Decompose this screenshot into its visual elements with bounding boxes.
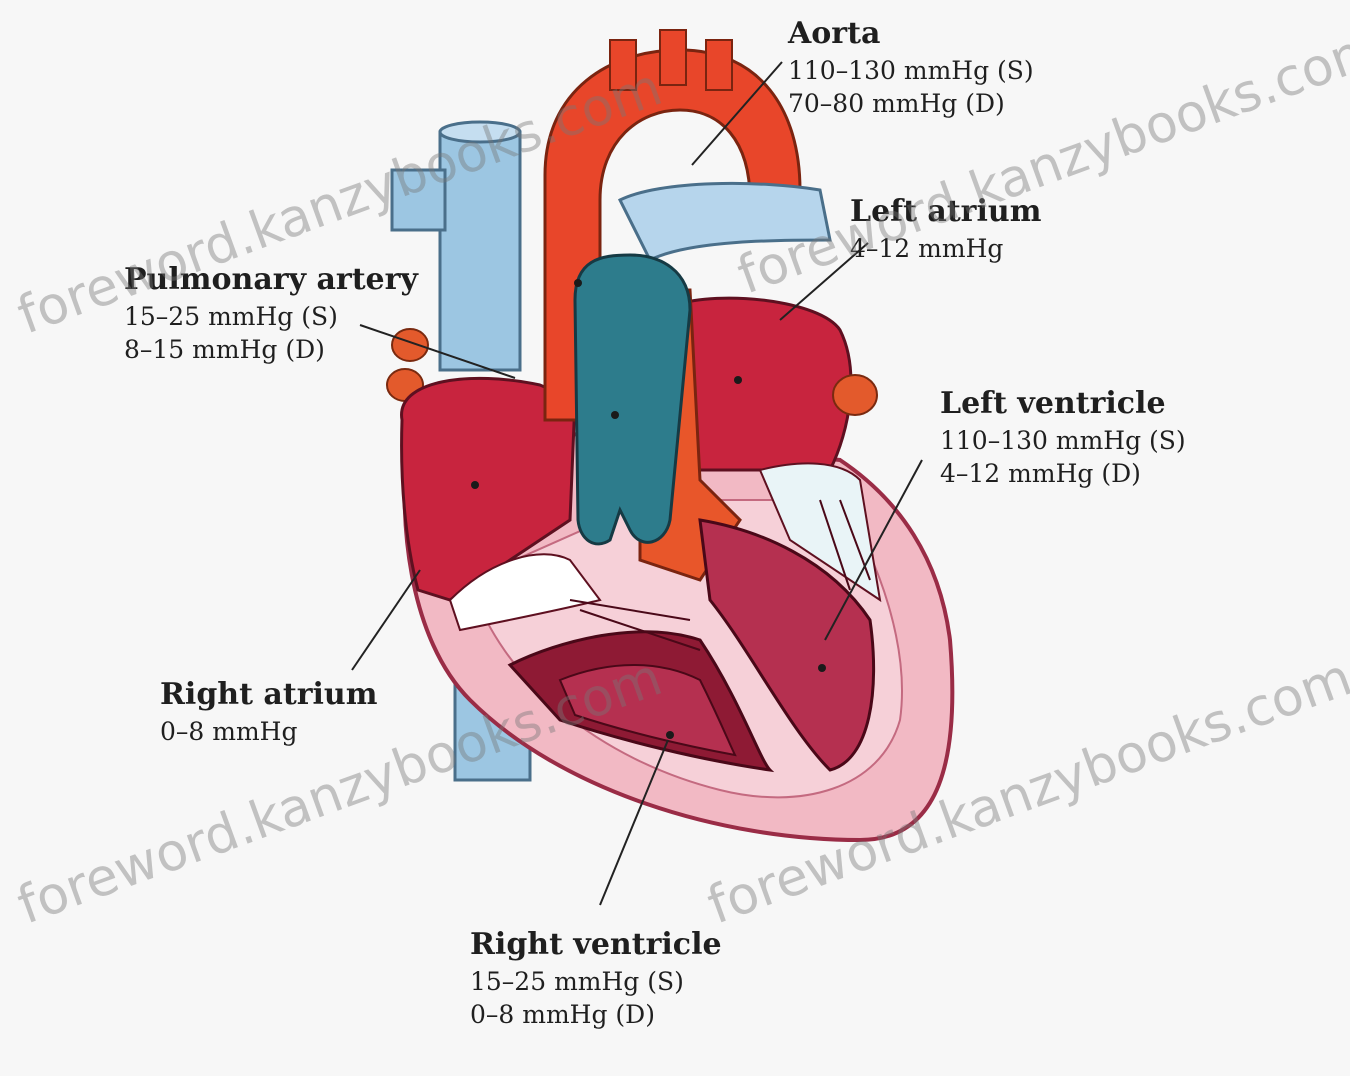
left-ventricle-label: Left ventricle 110–130 mmHg (S) 4–12 mmH… — [940, 384, 1186, 490]
pulmonary-branch — [620, 183, 830, 260]
vena-cava-opening — [440, 122, 520, 142]
aorta-label-diastolic: 70–80 mmHg (D) — [788, 87, 1034, 120]
pulmonary-artery-label-title: Pulmonary artery — [124, 260, 418, 300]
right-atrium-leader — [352, 570, 420, 670]
pulmonary-artery-label-systolic: 15–25 mmHg (S) — [124, 300, 418, 333]
aorta-label-systolic: 110–130 mmHg (S) — [788, 54, 1034, 87]
aortic-branch — [610, 40, 636, 90]
aorta-label-title: Aorta — [788, 14, 1034, 54]
right-ventricle-label-systolic: 15–25 mmHg (S) — [470, 965, 722, 998]
left-ventricle-label-diastolic: 4–12 mmHg (D) — [940, 457, 1186, 490]
right-atrium-label-title: Right atrium — [160, 675, 377, 715]
right-atrium-dot — [471, 481, 479, 489]
right-atrium-label-pressure: 0–8 mmHg — [160, 715, 377, 748]
aorta-label: Aorta 110–130 mmHg (S) 70–80 mmHg (D) — [788, 14, 1034, 120]
right-ventricle-label: Right ventricle 15–25 mmHg (S) 0–8 mmHg … — [470, 925, 722, 1031]
aortic-branch — [706, 40, 732, 90]
aortic-branch — [660, 30, 686, 85]
left-ventricle-dot — [818, 664, 826, 672]
vena-cava-branch — [392, 170, 445, 230]
pulmonary-artery — [575, 255, 690, 544]
left-atrium-label-title: Left atrium — [850, 192, 1041, 232]
right-ventricle-label-diastolic: 0–8 mmHg (D) — [470, 998, 722, 1031]
pulmonary-artery-label-diastolic: 8–15 mmHg (D) — [124, 333, 418, 366]
right-atrium-label: Right atrium 0–8 mmHg — [160, 675, 377, 748]
left-pulmonary-vein — [833, 375, 877, 415]
left-atrium — [673, 298, 851, 470]
left-atrium-label-pressure: 4–12 mmHg — [850, 232, 1041, 265]
right-ventricle-dot — [666, 731, 674, 739]
aorta-dot — [574, 279, 582, 287]
left-atrium-dot — [734, 376, 742, 384]
left-ventricle-label-systolic: 110–130 mmHg (S) — [940, 424, 1186, 457]
pulmonary-artery-label: Pulmonary artery 15–25 mmHg (S) 8–15 mmH… — [124, 260, 418, 366]
left-atrium-label: Left atrium 4–12 mmHg — [850, 192, 1041, 265]
pulmonary-artery-dot — [611, 411, 619, 419]
superior-vena-cava — [440, 132, 520, 370]
right-ventricle-label-title: Right ventricle — [470, 925, 722, 965]
left-ventricle-label-title: Left ventricle — [940, 384, 1186, 424]
